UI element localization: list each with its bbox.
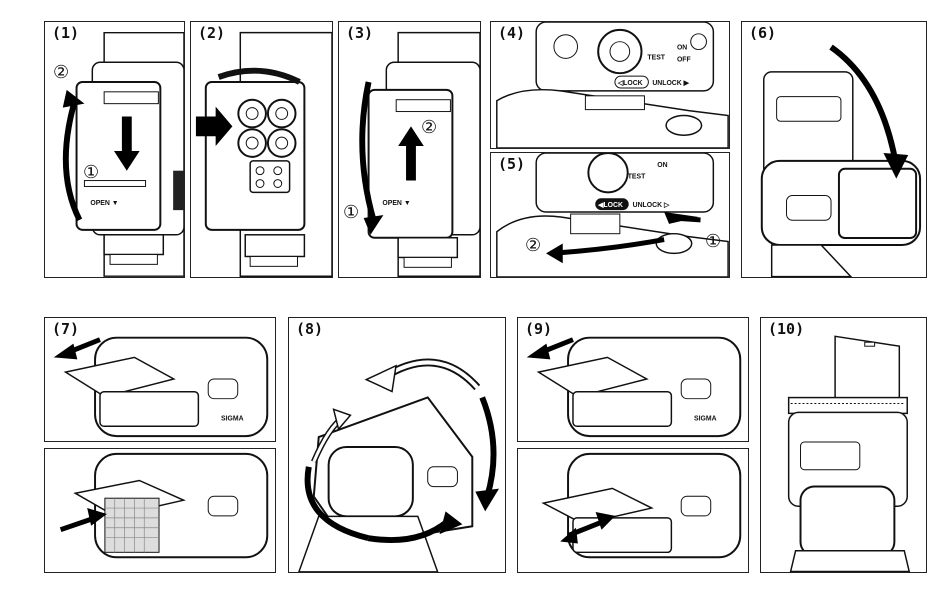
step-8-label: (8) <box>294 320 325 338</box>
catchlight-panel-insert-illustration <box>45 449 275 572</box>
step-3-marker-1: ① <box>343 202 359 223</box>
wide-panel-push-back-illustration <box>518 449 748 572</box>
unlock-text: UNLOCK ▶ <box>652 80 689 87</box>
open-text-3: OPEN ▼ <box>382 200 410 207</box>
off-text: OFF <box>677 56 691 63</box>
lock-text-5: ◀LOCK <box>597 202 623 209</box>
battery-insert-illustration <box>191 22 332 277</box>
step-4-label: (4) <box>496 24 527 42</box>
step-2-panel: (2) <box>190 21 333 278</box>
step-1-marker-2: ② <box>53 62 69 83</box>
on-text: ON <box>677 45 687 52</box>
step-5-panel: (5) TEST ON ◀LOCK UNLOCK ▷ ② ① <box>490 152 730 278</box>
step-1-label: (1) <box>50 24 81 42</box>
step-5-marker-1: ① <box>705 231 721 252</box>
battery-cover-close-illustration: OPEN ▼ <box>339 22 480 277</box>
step-3-panel: (3) OPEN ▼ ② ① <box>338 21 481 278</box>
step-9-bottom-panel <box>517 448 749 573</box>
step-6-label: (6) <box>747 24 778 42</box>
step-8-panel: (8) <box>288 317 506 573</box>
step-9-label: (9) <box>523 320 554 338</box>
open-text: OPEN ▼ <box>90 200 118 207</box>
test-text: TEST <box>647 54 665 61</box>
step-9-top-panel: (9) SIGMA <box>517 317 749 442</box>
test-text-5: TEST <box>628 174 646 181</box>
step-6-panel: (6) <box>741 21 927 278</box>
step-3-label: (3) <box>344 24 375 42</box>
step-7-top-panel: (7) SIGMA <box>44 317 276 442</box>
step-2-label: (2) <box>196 24 227 42</box>
on-text-5: ON <box>657 162 667 169</box>
diffuser-attach-illustration <box>742 22 926 277</box>
unlock-text-5: UNLOCK ▷ <box>633 202 670 209</box>
step-7-label: (7) <box>50 320 81 338</box>
step-4-panel: (4) TEST ON OFF ◁LOCK UNLOCK ▶ <box>490 21 730 149</box>
lock-text: ◁LOCK <box>617 80 643 87</box>
step-10-label: (10) <box>766 320 806 338</box>
sigma-text: SIGMA <box>221 415 244 422</box>
step-1-marker-1: ① <box>83 162 99 183</box>
bounce-card-illustration <box>761 318 926 572</box>
step-5-marker-2: ② <box>525 235 541 256</box>
sigma-text-9: SIGMA <box>694 415 717 422</box>
step-1-panel: (1) OPEN ▼ ② ① <box>44 21 185 278</box>
step-10-panel: (10) <box>760 317 927 573</box>
battery-cover-open-illustration: OPEN ▼ <box>45 22 184 277</box>
step-7-bottom-panel <box>44 448 276 573</box>
step-5-label: (5) <box>496 155 527 173</box>
step-3-marker-2: ② <box>421 117 437 138</box>
flash-head-rotate-illustration <box>289 318 505 572</box>
